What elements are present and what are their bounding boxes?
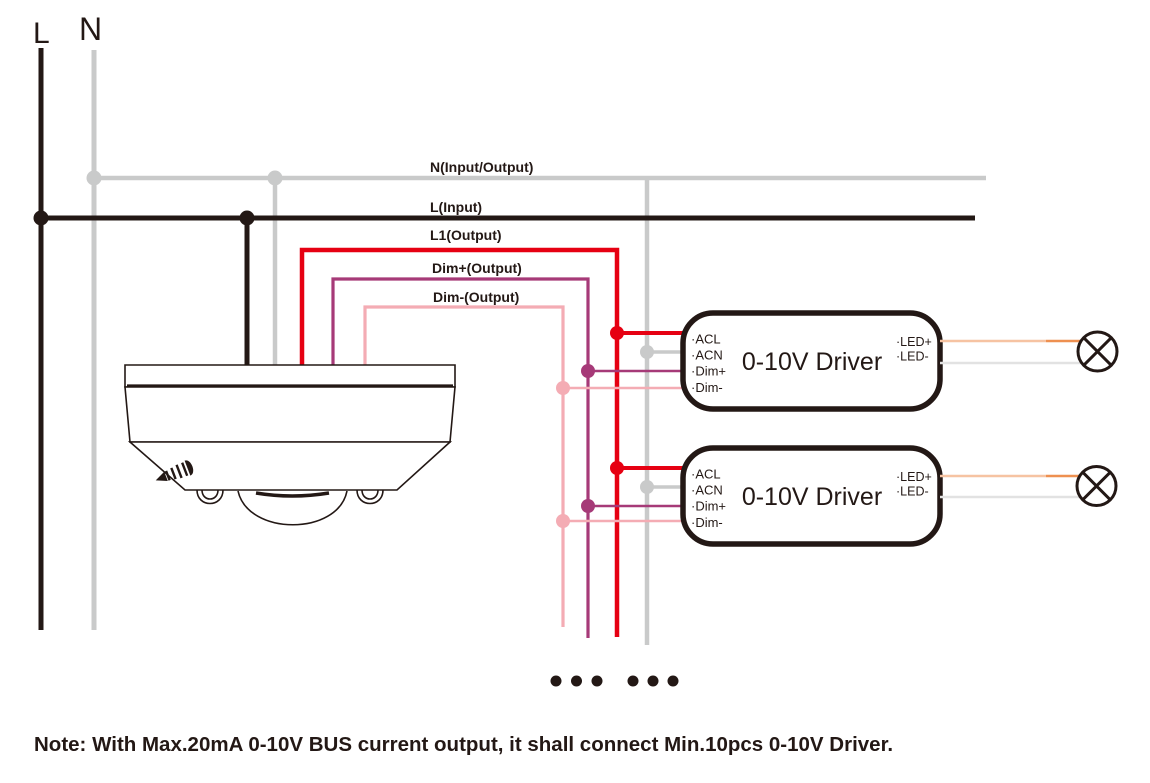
supply-label-l: L [33,17,50,50]
wire-label-line: L(Input) [430,199,482,215]
sensor-body [124,386,456,443]
lamp1-cross [1082,336,1113,367]
driver2-title: 0-10V Driver [742,483,882,511]
sensor-left-foot-inner [201,489,219,500]
driver2-terminal-led-minus: ·LED- [896,485,929,499]
screw-icon [155,460,194,482]
wire-label-neutral: N(Input/Output) [430,159,533,175]
continuation-dot [571,675,582,687]
driver2-terminal-acl: ·ACL [691,467,721,482]
continuation-dot [667,675,679,687]
sensor-right-foot-inner [361,489,379,500]
neutral-junction-dot-2 [640,480,654,494]
sensor-left-foot [196,489,224,505]
screw-head [184,460,194,476]
dim-minus-junction-dot-1 [556,381,570,395]
lamp-icon [1076,330,1119,373]
lamp2-wiring [940,465,1118,507]
continuation-dots [550,675,679,687]
sensor-top-housing [124,364,456,388]
ceiling-sensor-illustration [124,364,456,526]
driver1-terminal-acn: ·ACN [691,348,723,363]
driver-box-1: ·ACL ·ACN ·Dim+ ·Dim- 0-10V Driver ·LED+… [680,310,943,412]
continuation-dot [647,675,659,687]
driver1-outline [680,310,943,412]
wire-label-dim-plus: Dim+(Output) [432,260,522,276]
driver2-terminal-dim-minus: ·Dim- [691,515,723,530]
driver2-terminal-led-plus: ·LED+ [896,470,932,484]
dim-plus-junction-dot-2 [581,499,595,513]
driver-box-2: ·ACL ·ACN ·Dim+ ·Dim- 0-10V Driver ·LED+… [680,445,943,547]
dim-plus-junction-dot-1 [581,364,595,378]
continuation-dot [627,675,639,687]
neutral-sensor-junction-dot [267,170,283,186]
wire-label-dim-minus: Dim-(Output) [433,289,519,305]
driver1-terminal-led-minus: ·LED- [896,350,929,364]
l1-output-wire [299,247,620,637]
driver1-terminal-led-plus: ·LED+ [896,335,932,349]
dim-minus-output-wire [363,305,565,627]
driver2-branch-wires [556,461,684,528]
driver1-branch-wires [556,326,684,395]
line-wire-group [38,48,975,630]
neutral-junction-dot-1 [640,345,654,359]
driver1-terminal-dim-plus: ·Dim+ [691,364,726,379]
sensor-right-foot [356,489,384,505]
dim-minus-junction-dot-2 [556,514,570,528]
screw-threads [164,462,189,481]
lamp1-wiring [940,330,1119,373]
continuation-dot [550,675,562,687]
dim-plus-output-wire [331,277,590,638]
continuation-dot [591,675,603,687]
l1-junction-dot-1 [610,326,624,340]
driver1-terminal-dim-minus: ·Dim- [691,380,723,395]
screw-tip [155,471,168,482]
neutral-wire-group [91,50,986,645]
note-text: Note: With Max.20mA 0-10V BUS current ou… [34,733,893,756]
driver1-terminal-acl: ·ACL [691,332,721,347]
driver2-terminal-acn: ·ACN [691,483,723,498]
lamp-icon [1075,465,1118,507]
line-supply-junction-dot [33,210,49,226]
wire-label-l1: L1(Output) [430,227,502,243]
driver1-title: 0-10V Driver [742,348,882,376]
sensor-dome-lens [237,490,348,526]
lamp2-cross [1081,471,1112,501]
l1-junction-dot-2 [610,461,624,475]
driver2-terminal-dim-plus: ·Dim+ [691,499,726,514]
neutral-supply-junction-dot [86,170,102,186]
line-sensor-junction-dot [239,210,255,226]
supply-label-n: N [79,11,102,47]
sensor-lens-aperture-line [255,491,330,498]
